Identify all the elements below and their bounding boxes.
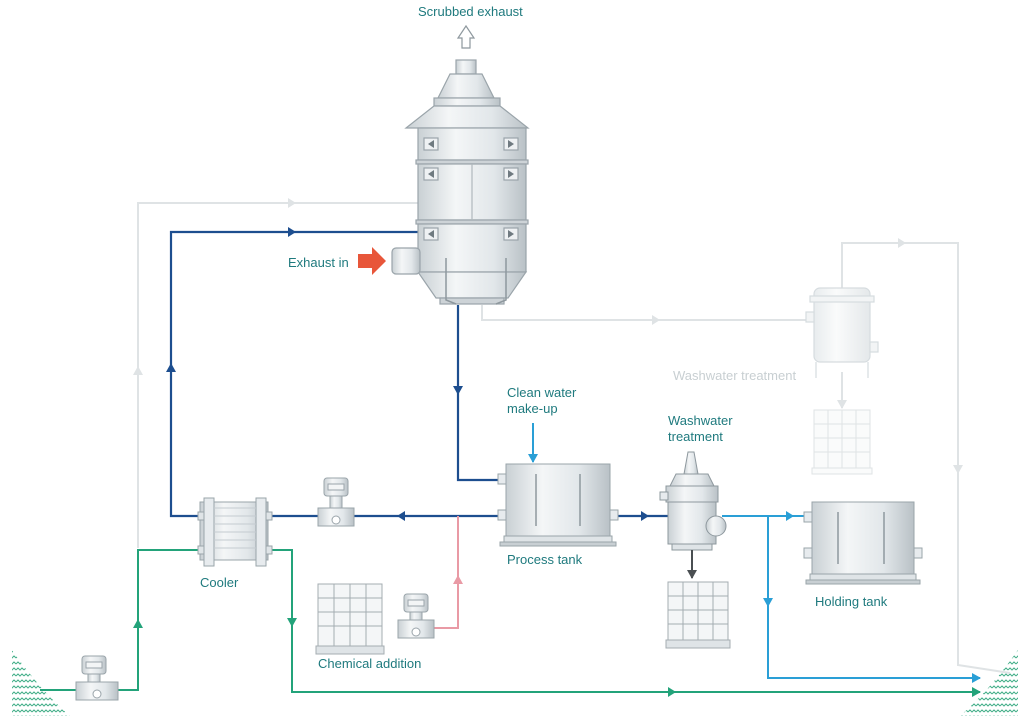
scrubber-tower <box>391 59 530 305</box>
sludge-container <box>665 581 731 649</box>
scrubbed-exhaust-arrow <box>456 24 476 49</box>
chemical-addition-label: Chemical addition <box>318 656 422 671</box>
process-tank-label: Process tank <box>507 552 583 567</box>
washwater-treatment-inactive-label: Washwater treatment <box>673 368 797 383</box>
cooler <box>197 497 273 567</box>
circulation-pump <box>317 477 355 527</box>
grey-arrowheads <box>133 198 963 474</box>
chemical-container <box>315 583 385 655</box>
sea-water-pump <box>75 655 119 701</box>
chemical-dosing-pump <box>397 593 435 639</box>
dark-blue-arrowheads <box>166 227 649 521</box>
cooler-label: Cooler <box>200 575 239 590</box>
clean-water-label-line1: Clean water <box>507 385 577 400</box>
sludge-line <box>687 550 697 579</box>
pink-arrowheads <box>453 575 463 584</box>
holding-tank-label: Holding tank <box>815 594 888 609</box>
grey-pipes <box>137 202 1011 674</box>
exhaust-in-label: Exhaust in <box>288 255 349 270</box>
pink-pipes <box>432 516 459 629</box>
exhaust-in-arrow <box>358 247 386 275</box>
sea-left <box>12 650 70 716</box>
washwater-treatment-label-line2: treatment <box>668 429 723 444</box>
process-tank <box>497 463 619 547</box>
scrubbed-exhaust-label: Scrubbed exhaust <box>418 4 523 19</box>
washwater-treatment-label: Washwater treatment <box>668 413 733 445</box>
washwater-separator <box>659 451 727 551</box>
washwater-treatment-label-line1: Washwater <box>668 413 733 428</box>
holding-tank <box>803 501 923 585</box>
grey-arrow-treatment <box>837 400 847 409</box>
light-blue-arrowheads <box>528 454 981 683</box>
sludge-container-inactive <box>811 409 873 475</box>
clean-water-label-line2: make-up <box>507 401 558 416</box>
clean-water-makeup-label: Clean water make-up <box>507 385 576 417</box>
sea-right <box>960 650 1018 716</box>
green-arrowheads <box>133 618 981 697</box>
washwater-treatment-tank-inactive <box>805 287 879 378</box>
